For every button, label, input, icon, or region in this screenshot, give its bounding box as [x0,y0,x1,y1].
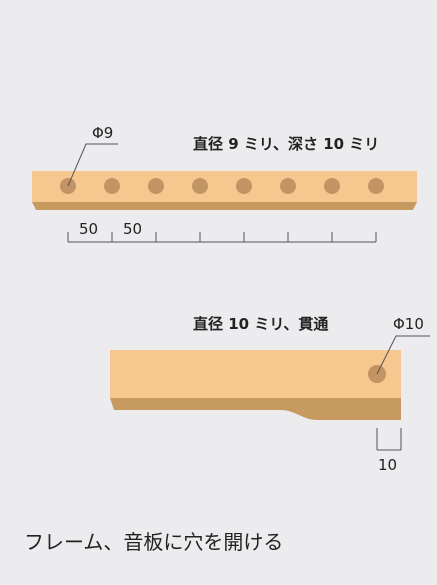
edge-distance-label: 10 [378,456,398,474]
top-bar-note: 直径 9 ミリ、深さ 10 ミリ [193,135,380,153]
hole [104,178,120,194]
hole [236,178,252,194]
spacing-label-1: 50 [79,220,99,238]
hole [148,178,164,194]
spacing-dimension-line [67,232,377,243]
bottom-board-face [110,350,401,398]
hole [368,178,384,194]
spacing-label-2: 50 [123,220,143,238]
hole [192,178,208,194]
top-hole-leader [67,143,118,187]
top-bar-holes [60,178,384,194]
hole [324,178,340,194]
top-hole-diameter-label: Φ9 [92,124,114,142]
top-bar-side [32,202,417,210]
hole [280,178,296,194]
bottom-hole-leader [376,335,430,375]
bottom-hole-diameter-label: Φ10 [393,315,424,333]
top-bar-face [32,171,417,202]
bottom-board-note: 直径 10 ミリ、貫通 [193,315,329,333]
bottom-board-side [110,398,401,420]
diagram-caption: フレーム、音板に穴を開ける [24,530,284,554]
edge-distance-bracket [376,428,402,451]
